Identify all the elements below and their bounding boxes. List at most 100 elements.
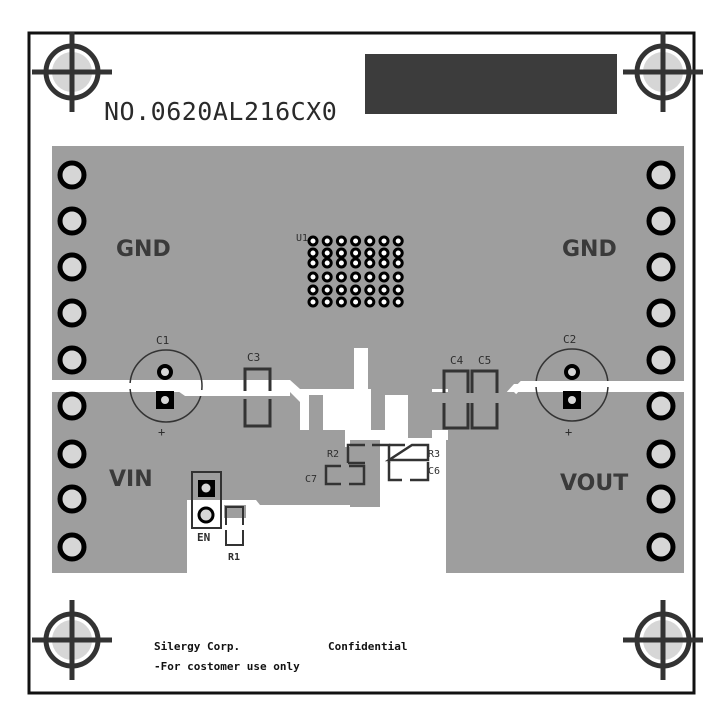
u1-bump — [378, 257, 390, 269]
u1-bump — [307, 271, 319, 283]
u1-bump — [307, 235, 319, 247]
u1-bump — [378, 296, 390, 308]
u1-label: U1 — [296, 233, 308, 244]
u1-bump — [378, 271, 390, 283]
footer-note: -For costomer use only — [154, 660, 300, 673]
u1-bump — [350, 284, 362, 296]
header-pin — [646, 391, 676, 421]
u1-bump — [321, 257, 333, 269]
header-pin — [57, 484, 87, 514]
header-pin — [57, 298, 87, 328]
header-pin — [646, 484, 676, 514]
u1-bump — [378, 284, 390, 296]
header-pin — [57, 252, 87, 282]
footer-confidential: Confidential — [328, 640, 407, 653]
c3-outline — [243, 367, 272, 428]
c2-label: C2 — [563, 333, 576, 346]
u1-bump — [335, 284, 347, 296]
u1-bump — [364, 271, 376, 283]
u1-bump — [307, 296, 319, 308]
c1-label: C1 — [156, 334, 169, 347]
gnd-copper-pour — [52, 146, 684, 394]
sw-copper — [309, 395, 323, 435]
c2-pad-neg — [564, 364, 580, 380]
c1-pad-neg — [157, 364, 173, 380]
fiducial-icon — [623, 600, 703, 680]
header-pin — [57, 391, 87, 421]
u1-bump — [364, 235, 376, 247]
u1-bump — [364, 296, 376, 308]
split-trace — [52, 381, 684, 396]
gnd-label-left: GND — [116, 237, 171, 262]
u1-bump — [321, 247, 333, 259]
c7-outline — [324, 464, 366, 486]
header-pin — [646, 206, 676, 236]
r3-label: R3 — [428, 449, 440, 460]
u1-bump — [364, 247, 376, 259]
right-header — [646, 160, 676, 562]
en-pad-round — [197, 506, 215, 524]
u1-bump — [350, 235, 362, 247]
u1-bump — [335, 271, 347, 283]
header-pin — [646, 439, 676, 469]
c4-outline — [442, 369, 470, 430]
en-label: EN — [197, 531, 210, 544]
vout-label: VOUT — [560, 471, 628, 496]
u1-bump — [335, 247, 347, 259]
c6-outline — [387, 462, 430, 482]
c2-polarity: + — [565, 425, 572, 439]
u1-bump — [321, 271, 333, 283]
c3-label: C3 — [247, 351, 260, 364]
r1-label: R1 — [228, 552, 240, 563]
u1-bump — [392, 271, 404, 283]
u1-bump — [335, 296, 347, 308]
u1-bump — [350, 296, 362, 308]
header-pin — [57, 160, 87, 190]
u1-bump — [392, 296, 404, 308]
u1-bump — [350, 247, 362, 259]
en-header-outline — [191, 471, 222, 529]
r1-outline — [225, 506, 244, 546]
u1-bump — [350, 271, 362, 283]
u1-bump — [378, 247, 390, 259]
u1-bump — [392, 257, 404, 269]
vin-label: VIN — [109, 467, 153, 492]
u1-bump — [335, 235, 347, 247]
gnd-label-right: GND — [562, 237, 617, 262]
header-pin — [57, 345, 87, 375]
u1-bump — [321, 235, 333, 247]
part-number: NO.0620AL216CX0 — [104, 97, 337, 126]
c1-polarity: + — [158, 425, 165, 439]
u1-bump — [321, 296, 333, 308]
r1-pad-area — [224, 505, 246, 518]
u1-bump — [378, 235, 390, 247]
u1-bump — [307, 284, 319, 296]
c7-label: C7 — [305, 474, 317, 485]
u1-bump — [392, 247, 404, 259]
header-pin — [57, 532, 87, 562]
u1-bump — [364, 257, 376, 269]
u1-bump — [364, 284, 376, 296]
u1-bump — [321, 284, 333, 296]
r2-label: R2 — [327, 449, 339, 460]
label-block — [365, 54, 617, 114]
c5-outline — [470, 369, 499, 430]
header-pin — [57, 439, 87, 469]
header-pin — [646, 532, 676, 562]
u1-bump — [392, 284, 404, 296]
header-pin — [646, 252, 676, 282]
u1-bump — [307, 247, 319, 259]
header-pin — [646, 160, 676, 190]
c5-label: C5 — [478, 354, 491, 367]
header-pin — [646, 345, 676, 375]
u1-bump — [307, 257, 319, 269]
fiducial-icon — [32, 32, 112, 112]
u1-bump — [350, 257, 362, 269]
footer-company: Silergy Corp. — [154, 640, 240, 653]
u1-bump — [392, 235, 404, 247]
u1-bump — [335, 257, 347, 269]
fb-copper — [371, 353, 448, 438]
c4-label: C4 — [450, 354, 464, 367]
left-header — [57, 160, 87, 562]
